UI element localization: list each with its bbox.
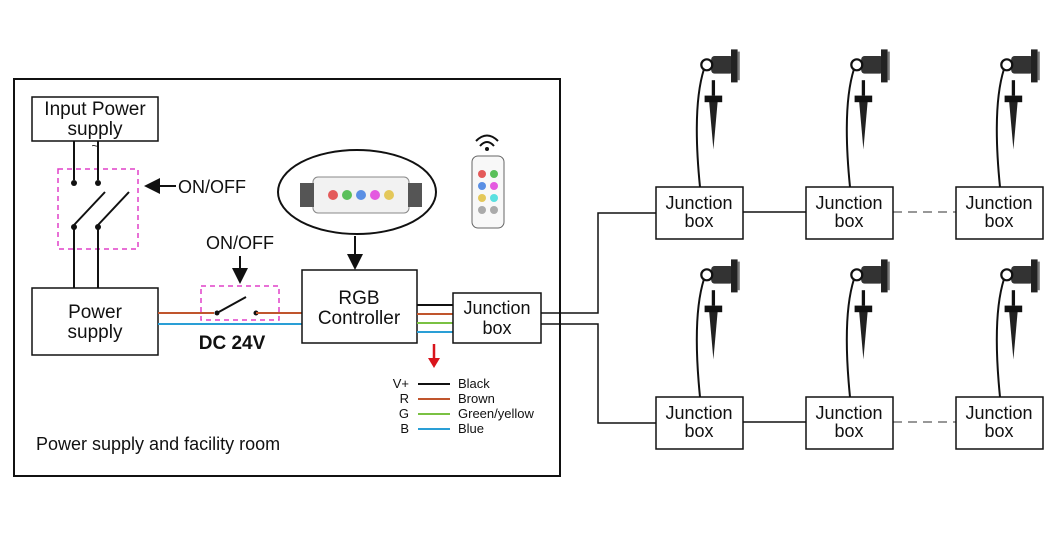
- light-cable: [845, 68, 855, 188]
- spotlight-icon: [849, 257, 892, 362]
- spotlight-icon: [849, 47, 892, 152]
- input-power-line2: supply: [68, 119, 123, 140]
- field-junction-line1: Junction: [665, 403, 732, 423]
- legend-name: Green/yellow: [458, 406, 534, 421]
- field-junction-line2: box: [834, 211, 863, 231]
- field-junction-line1: Junction: [815, 403, 882, 423]
- field-junction-line2: box: [684, 211, 713, 231]
- field-junction-line2: box: [984, 211, 1013, 231]
- controller-line2: Controller: [318, 308, 401, 329]
- switch2-label: ON/OFF: [206, 233, 274, 253]
- spotlight-icon: [699, 257, 742, 362]
- input-power-line1: Input Power: [44, 99, 146, 120]
- power-supply-line2: supply: [68, 322, 123, 343]
- light-cable: [995, 68, 1005, 188]
- light-cable: [995, 278, 1005, 398]
- main-junction-line2: box: [482, 318, 511, 338]
- facility-room-label: Power supply and facility room: [36, 434, 280, 454]
- field-junction-box: [655, 186, 744, 240]
- legend-code: V+: [393, 376, 409, 391]
- field-junction-box: [955, 396, 1044, 450]
- field-junction-line1: Junction: [815, 193, 882, 213]
- switch1-label: ON/OFF: [178, 177, 246, 197]
- light-cable: [695, 278, 705, 398]
- legend-code: R: [400, 391, 409, 406]
- controller-line1: RGB: [338, 288, 379, 309]
- switch2-highlight: [200, 285, 280, 321]
- controller-device-icon: [300, 176, 422, 214]
- field-junction-line2: box: [984, 421, 1013, 441]
- ac-symbol: ~: [91, 139, 98, 153]
- red-down-arrow: [428, 344, 440, 368]
- legend-name: Black: [458, 376, 490, 391]
- spotlight-icon: [999, 257, 1042, 362]
- dc-voltage-label: DC 24V: [199, 333, 266, 354]
- light-cable: [695, 68, 705, 188]
- field-junction-line1: Junction: [965, 193, 1032, 213]
- legend-name: Brown: [458, 391, 495, 406]
- legend-code: B: [400, 421, 409, 436]
- field-junction-line1: Junction: [665, 193, 732, 213]
- field-junction-box: [805, 396, 894, 450]
- power-supply-line1: Power: [68, 302, 123, 323]
- field-junction-line2: box: [834, 421, 863, 441]
- legend-code: G: [399, 406, 409, 421]
- main-junction-line1: Junction: [463, 298, 530, 318]
- field-junction-box: [655, 396, 744, 450]
- facility-room-border: [13, 78, 561, 477]
- power-supply-box: [31, 287, 159, 356]
- input-power-box: [31, 96, 159, 142]
- light-cable: [845, 278, 855, 398]
- spotlight-icon: [999, 47, 1042, 152]
- rgb-controller-box: [301, 269, 418, 344]
- legend-name: Blue: [458, 421, 484, 436]
- field-junction-line2: box: [684, 421, 713, 441]
- spotlight-icon: [699, 47, 742, 152]
- field-junction-box: [805, 186, 894, 240]
- remote-control-icon: [471, 134, 505, 229]
- field-junction-line1: Junction: [965, 403, 1032, 423]
- field-junction-box: [955, 186, 1044, 240]
- main-junction-box: [452, 292, 542, 344]
- field-junctions: JunctionboxJunctionboxJunctionboxJunctio…: [655, 47, 1044, 450]
